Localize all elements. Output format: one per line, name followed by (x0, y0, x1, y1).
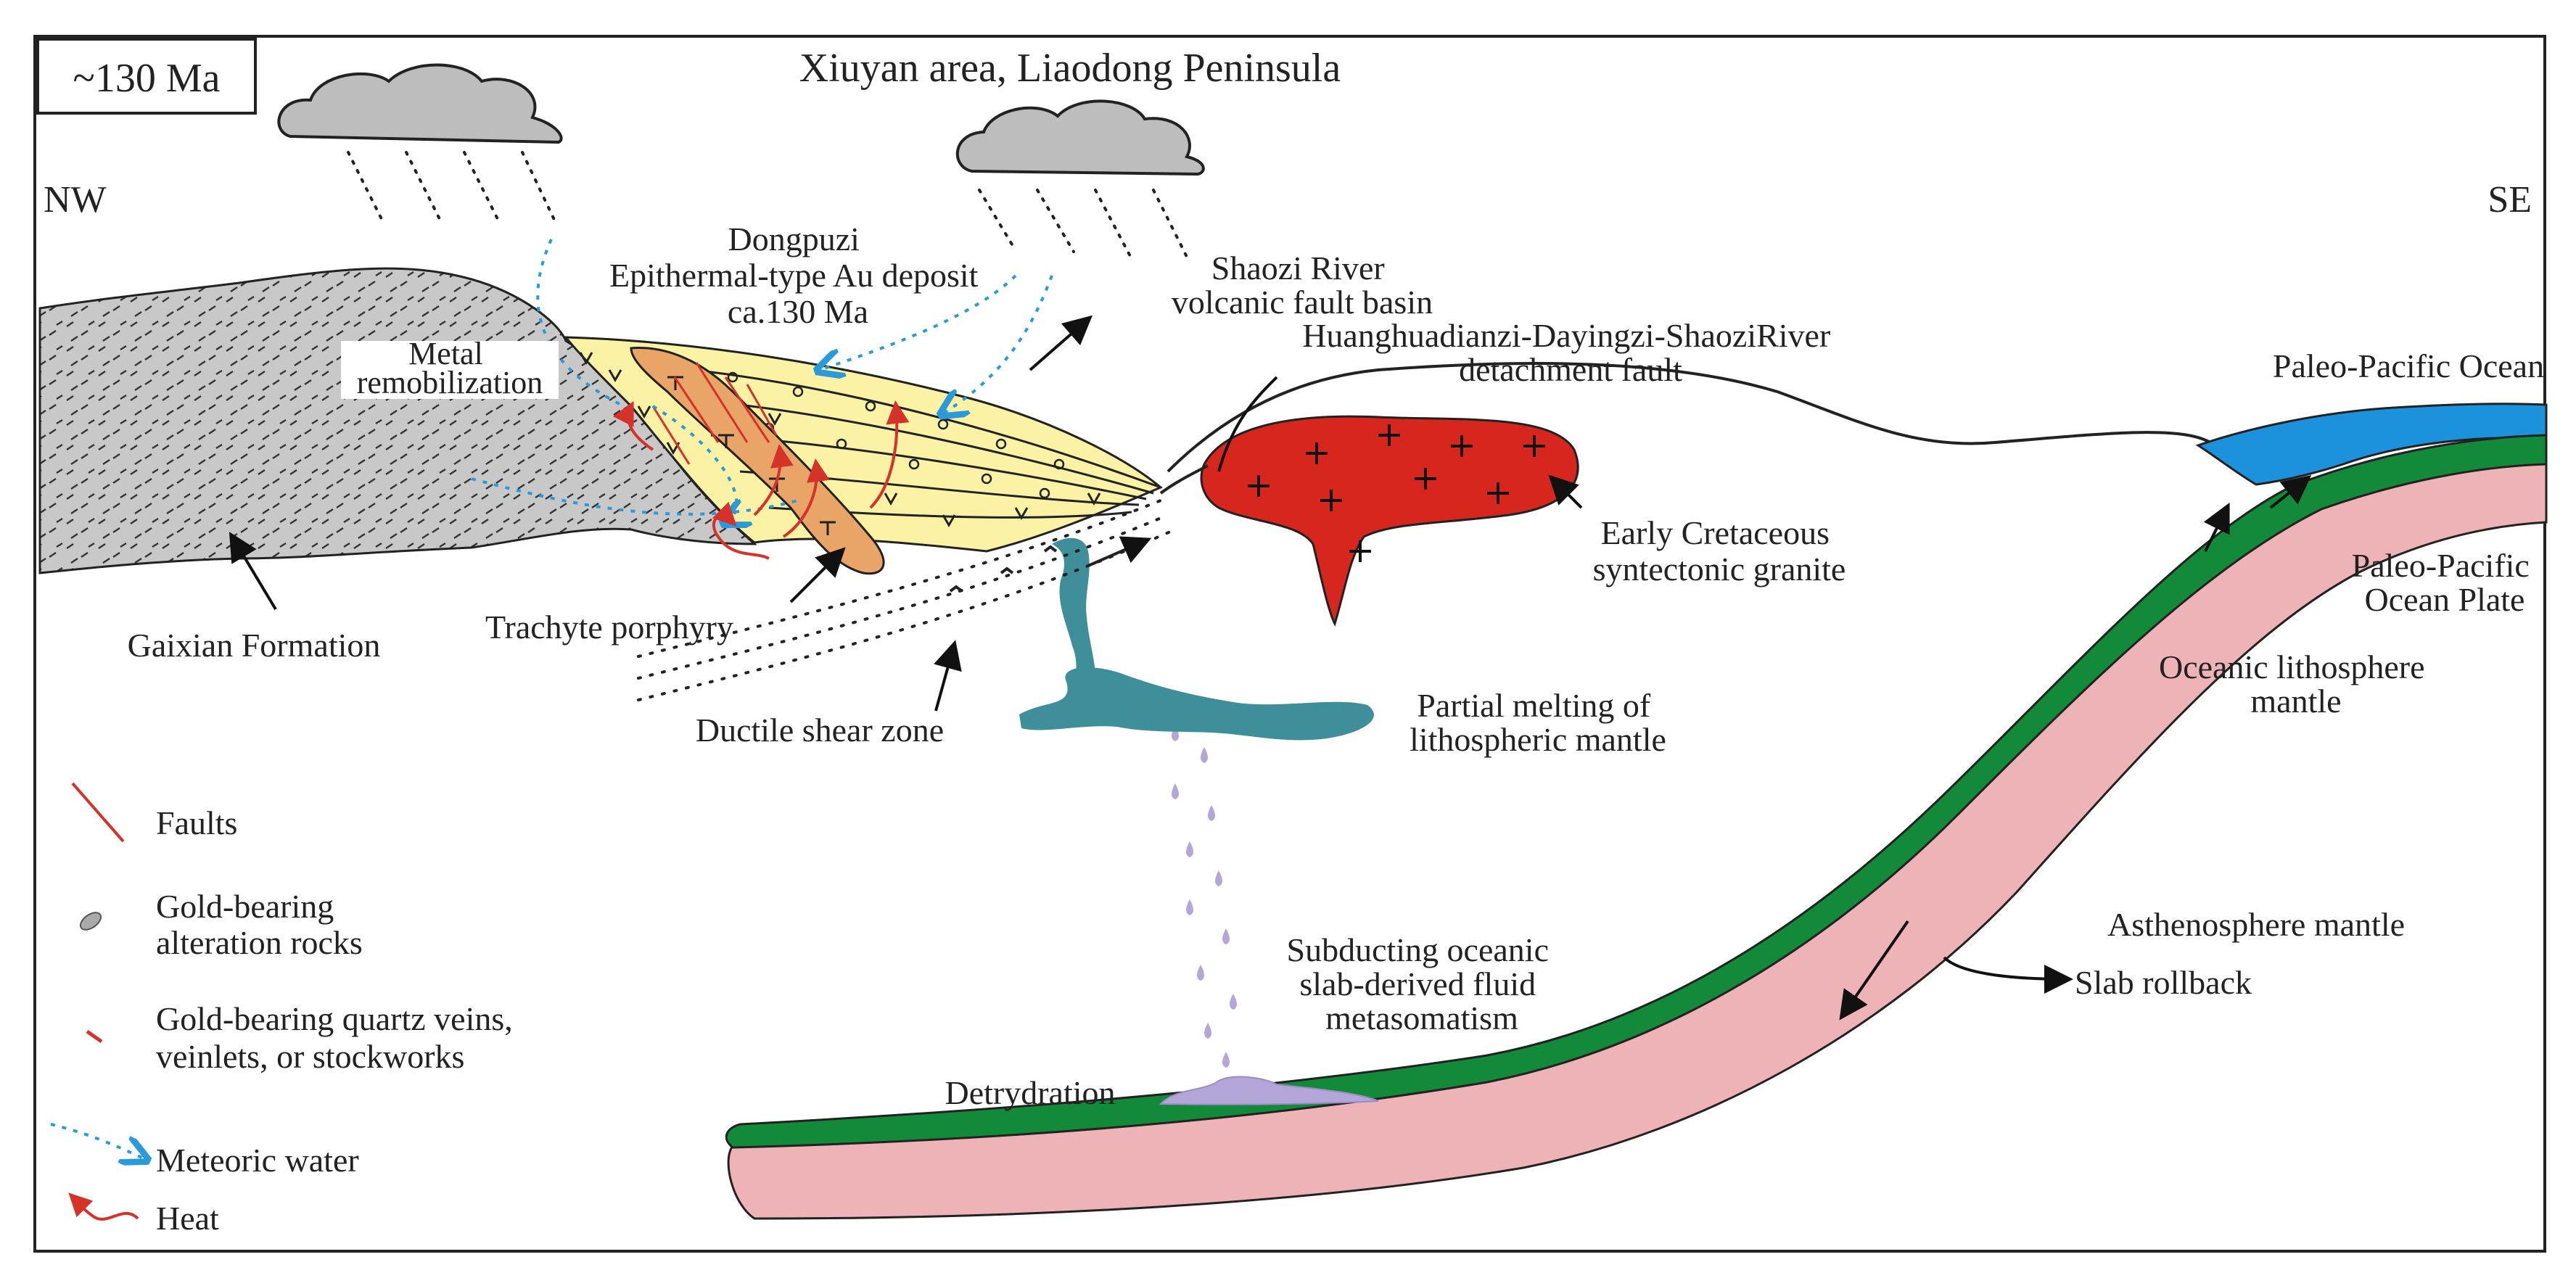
diagram-title: Xiuyan area, Liaodong Peninsula (799, 46, 1341, 91)
metasomatism-label: Subducting oceanic slab-derived fluid me… (1286, 931, 1557, 1036)
gaixian-label: Gaixian Formation (128, 627, 381, 664)
legend: Faults Gold-bearing alteration rocks Gol… (50, 782, 521, 1237)
dehydration-fluid (1159, 1076, 1379, 1105)
detachment-fault-line (1159, 464, 1209, 495)
granite-crosses (1248, 424, 1545, 562)
fluid-droplets (1172, 725, 1237, 1068)
slab-rollback-label: Slab rollback (2075, 964, 2252, 1001)
legend-gold-alteration-label: Gold-bearing alteration rocks (156, 888, 363, 961)
legend-meteoric-water-label: Meteoric water (156, 1142, 359, 1179)
age-label: ~130 Ma (73, 56, 221, 101)
shear-zone-label: Ductile shear zone (696, 712, 944, 749)
deposit-label: Dongpuzi Epithermal-type Au deposit ca.1… (609, 220, 987, 330)
asthenosphere-label: Asthenosphere mantle (2107, 906, 2405, 943)
legend-heat-icon (68, 1192, 139, 1221)
legend-heat-label: Heat (156, 1200, 219, 1237)
paleo-pacific-ocean-label: Paleo-Pacific Ocean (2273, 347, 2544, 384)
dehydration-label: Detrydration (945, 1074, 1115, 1111)
legend-gold-veins-label: Gold-bearing quartz veins, veinlets, or … (156, 1000, 521, 1075)
oceanic-crust (725, 434, 2548, 1149)
detachment-label: Huanghuadianzi-Dayingzi-ShaoziRiver deta… (1302, 317, 1839, 388)
se-label: SE (2487, 179, 2532, 220)
heat-arrows (612, 400, 910, 560)
deposit-faults (651, 362, 778, 465)
cloud-left-icon (277, 63, 563, 226)
legend-gold-vein-icon (86, 1029, 103, 1044)
metal-remobilization-box (341, 341, 559, 399)
legend-fault-icon (71, 782, 125, 843)
partial-melt-body (1019, 667, 1374, 741)
trachyte-t-marks (667, 376, 836, 535)
legend-gold-alteration-icon (79, 912, 102, 931)
legend-faults-label: Faults (156, 804, 237, 841)
trachyte-label: Trachyte porphyry (485, 609, 733, 646)
ductile-shear-zone (637, 499, 1177, 701)
melt-conduit (1052, 537, 1096, 682)
ocean-plate-label: Paleo-Pacific Ocean Plate (2352, 547, 2538, 618)
basin-vesicles (727, 371, 1065, 499)
basin-label: Shaozi River volcanic fault basin (1172, 250, 1433, 321)
metal-remobilization-label: Metal remobilization (357, 336, 543, 400)
cloud-right-icon (955, 99, 1205, 264)
pointer-arrows (229, 315, 2312, 1021)
oceanic-mantle-label: Oceanic lithosphere mantle (2159, 648, 2433, 720)
age-box: ~130 Ma (36, 38, 257, 115)
granite-label: Early Cretaceous syntectonic granite (1593, 514, 1846, 588)
syntectonic-granite (1200, 415, 1579, 627)
partial-melting-label: Partial melting of lithospheric mantle (1410, 687, 1666, 758)
meteoric-water-paths (471, 239, 1053, 522)
nw-label: NW (44, 179, 107, 220)
trachyte-porphyry (630, 347, 885, 575)
